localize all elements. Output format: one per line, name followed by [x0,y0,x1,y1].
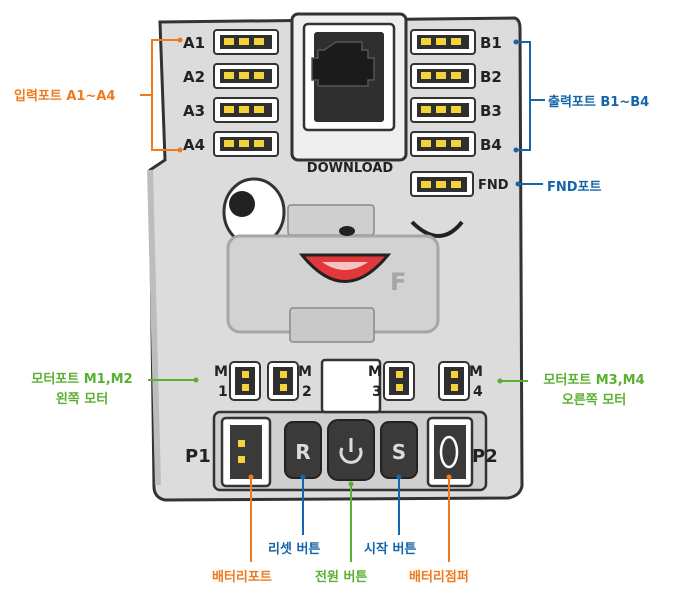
input-port-a2[interactable] [213,63,279,89]
callout-motor-right-line1: 모터포트 M3,M4 [543,373,645,388]
callout-motor-right-line2: 오른쪽 모터 [561,393,627,408]
motor-port-letter-m4: M [469,364,483,380]
output-port-label-b1: B1 [480,34,502,52]
face-graphic: F [222,177,464,343]
motor-port-number-m2: 2 [302,384,312,400]
input-port-a3[interactable] [213,97,279,123]
output-port-b3[interactable] [410,97,476,123]
power-icon [339,447,363,464]
output-port-b2[interactable] [410,63,476,89]
motor-port-m1[interactable] [229,361,261,401]
callout-battery-jumper: 배터리점퍼 [409,570,469,585]
callout-motor-left-line2: 왼쪽 모터 [55,392,109,407]
motor-port-letter-m2: M [298,364,312,380]
callout-start-button: 시작 버튼 [364,542,417,557]
callout-power-button: 전원 버튼 [315,570,368,585]
input-port-label-a4: A4 [183,136,205,154]
input-port-label-a2: A2 [183,68,205,86]
reset-button-glyph: R [295,440,310,464]
motor-port-m4[interactable] [438,361,470,401]
svg-text:F: F [390,268,406,296]
output-port-label-b3: B3 [480,102,502,120]
start-button[interactable]: S [380,421,418,479]
battery-jumper[interactable] [426,416,474,488]
battery-port[interactable] [220,416,272,488]
motor-port-m3[interactable] [383,361,415,401]
power-button[interactable] [327,419,375,481]
motor-port-letter-m1: M [214,364,228,380]
motor-port-letter-m3: M [368,364,382,380]
callout-motor-left-line1: 모터포트 M1,M2 [31,372,133,387]
motor-port-number-m3: 3 [372,384,382,400]
callout-reset-button: 리셋 버튼 [268,542,321,557]
reset-button[interactable]: R [284,421,322,479]
callout-fnd-port: FND포트 [547,180,602,195]
input-port-label-a1: A1 [183,34,205,52]
input-port-a1[interactable] [213,29,279,55]
output-port-b1[interactable] [410,29,476,55]
fnd-port: FND [410,171,509,197]
callout-lines [140,37,545,562]
output-port-b4[interactable] [410,131,476,157]
output-port-label-b4: B4 [480,136,502,154]
download-label: DOWNLOAD [307,161,394,176]
motor-port-number-m1: 1 [218,384,228,400]
callout-input-ports: 입력포트 A1~A4 [14,89,116,104]
callout-motor-left: 모터포트 M1,M2 왼쪽 모터 [18,370,146,410]
callout-output-ports: 출력포트 B1~B4 [548,95,650,110]
motor-port-m2[interactable] [267,361,299,401]
callout-motor-right: 모터포트 M3,M4 오른쪽 모터 [528,371,660,411]
jumper-label: P2 [472,446,498,467]
download-port: DOWNLOAD [290,12,408,176]
input-port-a4[interactable] [213,131,279,157]
battery-port-label: P1 [185,446,211,467]
motor-port-number-m4: 4 [473,384,483,400]
start-button-glyph: S [392,440,406,464]
callout-battery-port: 배터리포트 [212,570,272,585]
output-port-label-b2: B2 [480,68,502,86]
fnd-label: FND [478,178,509,193]
input-port-label-a3: A3 [183,102,205,120]
